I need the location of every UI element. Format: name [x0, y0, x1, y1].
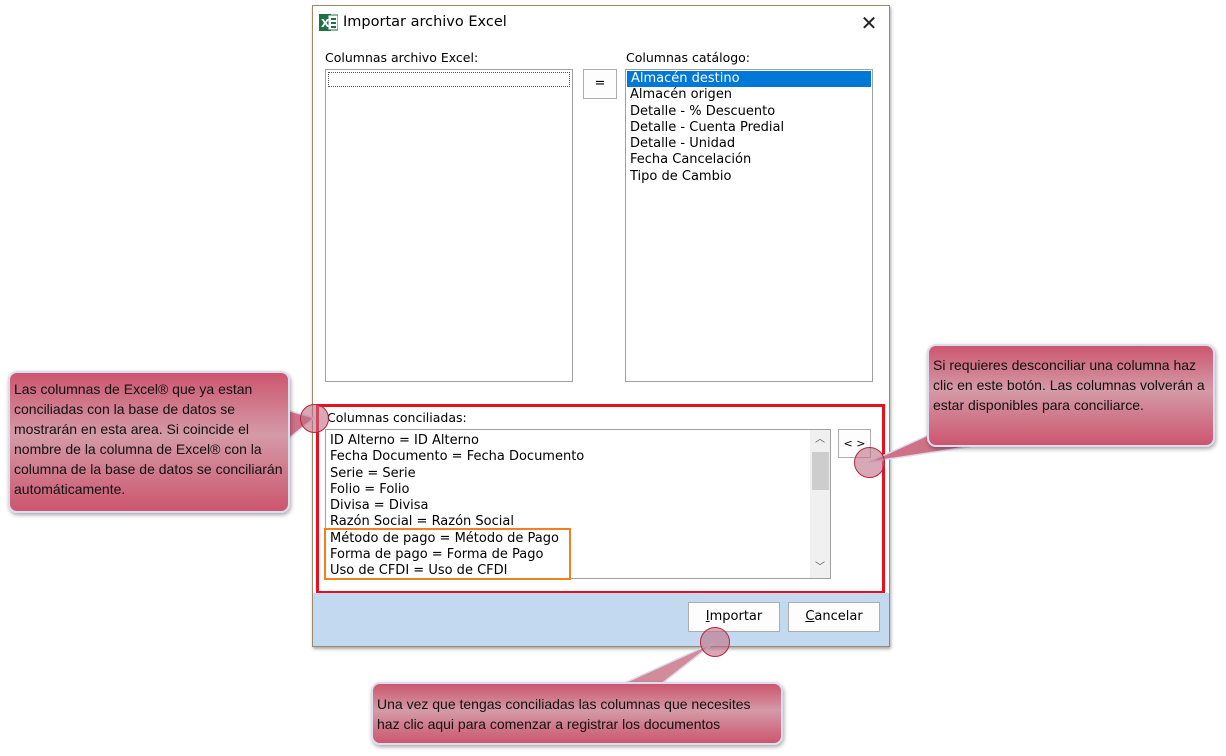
matched-column-item[interactable]: Uso de CFDI = Uso de CFDI: [330, 563, 508, 579]
excel-icon: X: [319, 14, 338, 31]
scroll-down-icon[interactable]: ﹀: [815, 562, 825, 573]
focus-placeholder-row[interactable]: [328, 72, 570, 87]
callout-unmatch-button: Si requieres desconciliar una columna ha…: [927, 344, 1215, 447]
cancel-button[interactable]: Cancelar: [788, 602, 880, 632]
import-excel-dialog: X Importar archivo Excel ✕ Columnas arch…: [312, 5, 890, 647]
payment-highlight-box: [324, 528, 571, 580]
matched-column-item[interactable]: Divisa = Divisa: [330, 498, 429, 514]
import-button[interactable]: Importar: [688, 602, 780, 632]
matched-column-item[interactable]: Razón Social = Razón Social: [330, 514, 514, 530]
close-icon[interactable]: ✕: [860, 11, 878, 35]
catalog-column-item[interactable]: Almacén origen: [630, 87, 733, 103]
catalog-column-item[interactable]: Tipo de Cambio: [630, 168, 732, 184]
matched-column-item[interactable]: Serie = Serie: [330, 465, 416, 481]
matched-column-item[interactable]: ID Alterno = ID Alterno: [330, 433, 479, 448]
match-button[interactable]: =: [583, 69, 617, 99]
callout-matched-area: Las columnas de Excel® que ya estan conc…: [8, 371, 290, 513]
scroll-thumb[interactable]: [812, 452, 829, 490]
catalog-column-item[interactable]: Detalle - Unidad: [630, 136, 736, 152]
pointer-dot-import: [700, 627, 730, 657]
dialog-footer: Importar Cancelar: [313, 593, 889, 646]
callout-import-button: Una vez que tengas conciliadas las colum…: [371, 682, 783, 745]
scroll-up-icon[interactable]: ︿: [815, 434, 825, 445]
catalog-column-item[interactable]: Detalle - % Descuento: [630, 103, 776, 119]
matched-column-item[interactable]: Folio = Folio: [330, 481, 410, 497]
excel-columns-label: Columnas archivo Excel:: [325, 50, 479, 65]
excel-columns-list[interactable]: [325, 69, 573, 382]
pointer-dot-matched: [300, 404, 329, 433]
matched-column-item[interactable]: Forma de pago = Forma de Pago: [330, 547, 544, 563]
catalog-column-item[interactable]: Detalle - Cuenta Predial: [630, 119, 785, 135]
catalog-column-item[interactable]: Almacén destino: [627, 71, 871, 88]
matched-highlight-box: [316, 404, 885, 594]
svg-text:X: X: [321, 17, 330, 30]
scrollbar[interactable]: ︿ ﹀: [810, 430, 830, 578]
matched-column-item[interactable]: Fecha Documento = Fecha Documento: [330, 449, 585, 465]
matched-column-item[interactable]: Método de pago = Método de Pago: [330, 530, 559, 546]
dialog-title: Importar archivo Excel: [343, 14, 507, 30]
matched-columns-label: Columnas conciliadas:: [327, 410, 467, 425]
catalog-columns-label: Columnas catálogo:: [626, 50, 751, 65]
pointer-dot-unmatch: [854, 447, 885, 478]
catalog-column-item[interactable]: Fecha Cancelación: [630, 152, 752, 168]
